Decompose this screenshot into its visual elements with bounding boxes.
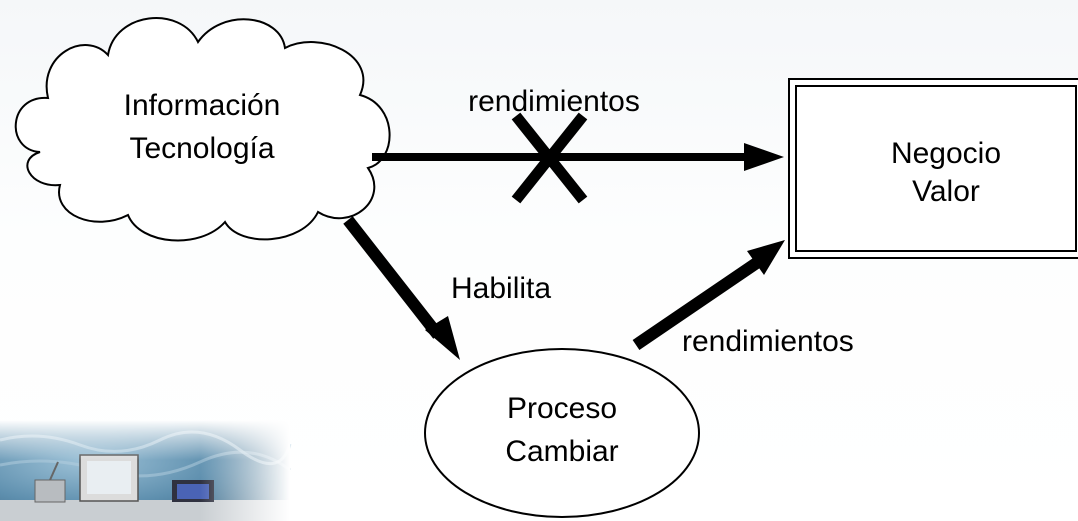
arrow-it-to-value xyxy=(372,143,784,171)
x-cross-icon xyxy=(511,112,588,204)
desk-computers-photo xyxy=(0,420,292,521)
monitor-icon xyxy=(79,454,139,502)
cloud-shape xyxy=(14,17,391,242)
process-node-line2: Cambiar xyxy=(505,435,618,468)
edge-top-label: rendimientos xyxy=(468,85,640,118)
value-node-line1: Negocio xyxy=(891,137,1001,170)
it-cloud-node: Información Tecnología xyxy=(14,17,391,242)
value-node: Negocio Valor xyxy=(788,78,1078,259)
edge-returns-label: rendimientos xyxy=(682,325,854,358)
value-node-line2: Valor xyxy=(912,175,980,208)
process-node-line1: Proceso xyxy=(507,392,617,425)
process-node: Proceso Cambiar xyxy=(424,348,700,518)
arrow-it-to-process xyxy=(343,216,460,360)
edge-enables-label: Habilita xyxy=(451,272,551,305)
equipment-icon xyxy=(34,461,66,503)
it-node-line2: Tecnología xyxy=(129,132,274,165)
it-node-line1: Información xyxy=(124,89,281,122)
arrow-process-to-value xyxy=(632,240,785,350)
